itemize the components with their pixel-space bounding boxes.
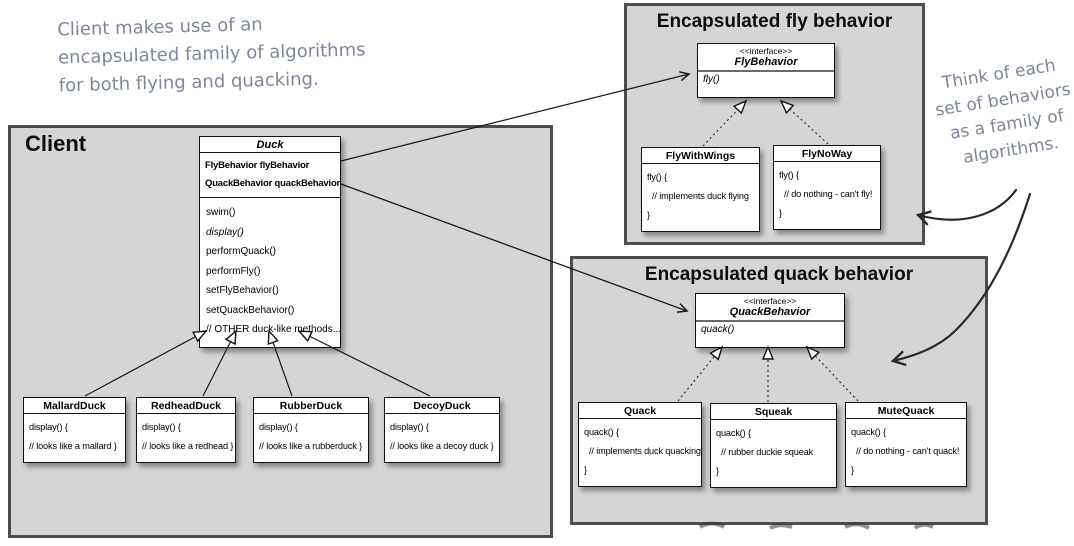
code-line: // implements duck quacking bbox=[589, 445, 701, 456]
code-line: display() { bbox=[142, 422, 181, 432]
class-title: Quack bbox=[579, 403, 701, 419]
method: fly() bbox=[703, 74, 720, 85]
class-body: display() { // looks like a redhead } bbox=[137, 414, 235, 462]
class-title: MuteQuack bbox=[846, 403, 966, 419]
class-title: RedheadDuck bbox=[137, 398, 235, 414]
code-line: } bbox=[584, 464, 587, 475]
class-body: display() { // looks like a decoy duck } bbox=[385, 414, 499, 462]
class-body: display() { // looks like a rubberduck } bbox=[254, 414, 368, 462]
class-squeak: Squeak quack() { // rubber duckie squeak… bbox=[710, 403, 837, 488]
code-line: } bbox=[851, 464, 854, 475]
code-line: // looks like a rubberduck } bbox=[259, 440, 363, 451]
class-mallardduck: MallardDuck display() { // looks like a … bbox=[23, 397, 126, 463]
method: performQuack() bbox=[206, 246, 277, 258]
code-line: } bbox=[716, 465, 719, 476]
class-flynoway: FlyNoWay fly() { // do nothing - can't f… bbox=[773, 145, 881, 230]
code-line: display() { bbox=[259, 422, 298, 432]
class-redheadduck: RedheadDuck display() { // looks like a … bbox=[136, 397, 236, 463]
code-line: } bbox=[647, 209, 650, 220]
fly-panel-title: Encapsulated fly behavior bbox=[656, 11, 893, 32]
code-line: fly() { bbox=[647, 172, 667, 182]
annotation-family-note: Think of each set of behaviors as a fami… bbox=[918, 50, 1074, 176]
class-quack: Quack quack() { // implements duck quack… bbox=[578, 402, 702, 487]
class-body: quack() { // do nothing - can't quack! } bbox=[846, 419, 966, 486]
class-title: MallardDuck bbox=[24, 398, 125, 414]
interface-quackbehavior: <<interface>> QuackBehavior quack() bbox=[695, 293, 845, 348]
annotation-client-note: Client makes use of an encapsulated fami… bbox=[57, 8, 399, 101]
class-body: fly() { // implements duck flying } bbox=[642, 164, 759, 231]
stereotype-label: <<interface>> bbox=[743, 296, 797, 306]
class-flywithwings: FlyWithWings fly() { // implements duck … bbox=[641, 147, 760, 232]
interface-name: FlyBehavior bbox=[734, 56, 798, 68]
method: quack() bbox=[701, 324, 735, 335]
class-methods: swim() display() performQuack() performF… bbox=[200, 198, 342, 347]
note-arrow-to-fly-panel bbox=[915, 188, 1018, 226]
class-duck: Duck FlyBehavior flyBehavior QuackBehavi… bbox=[199, 136, 341, 348]
code-line: // looks like a redhead } bbox=[142, 440, 234, 451]
method: // OTHER duck-like methods... bbox=[206, 324, 342, 336]
class-body: display() { // looks like a mallard } bbox=[24, 414, 125, 462]
code-line: } bbox=[779, 207, 782, 218]
method: performFly() bbox=[206, 265, 261, 277]
class-rubberduck: RubberDuck display() { // looks like a r… bbox=[253, 397, 369, 463]
class-title: FlyWithWings bbox=[642, 148, 759, 164]
method: swim() bbox=[206, 207, 236, 219]
code-line: // looks like a decoy duck } bbox=[390, 440, 494, 451]
code-line: // implements duck flying bbox=[652, 190, 749, 201]
code-line: // looks like a mallard } bbox=[29, 440, 117, 451]
stereotype-label: <<interface>> bbox=[739, 46, 793, 56]
attribute: FlyBehavior flyBehavior bbox=[205, 160, 310, 171]
code-line: quack() { bbox=[851, 427, 886, 437]
class-attributes: FlyBehavior flyBehavior QuackBehavior qu… bbox=[200, 153, 341, 199]
code-line: // rubber duckie squeak bbox=[721, 446, 814, 457]
class-body: fly() { // do nothing - can't fly! } bbox=[774, 162, 880, 229]
quack-panel-title: Encapsulated quack behavior bbox=[644, 264, 914, 285]
class-title: Duck bbox=[200, 137, 340, 153]
method: setFlyBehavior() bbox=[206, 285, 279, 297]
class-mutequack: MuteQuack quack() { // do nothing - can'… bbox=[845, 402, 967, 487]
class-title: FlyNoWay bbox=[774, 146, 880, 162]
class-title: Squeak bbox=[711, 404, 836, 420]
attribute: QuackBehavior quackBehavior bbox=[205, 178, 341, 190]
code-line: quack() { bbox=[584, 427, 619, 437]
interface-methods: quack() bbox=[696, 320, 844, 347]
code-line: fly() { bbox=[779, 170, 799, 180]
class-body: quack() { // implements duck quacking } bbox=[579, 419, 701, 486]
method: setQuackBehavior() bbox=[206, 304, 295, 316]
code-line: // do nothing - can't quack! bbox=[856, 445, 960, 456]
class-decoyduck: DecoyDuck display() { // looks like a de… bbox=[384, 397, 500, 463]
interface-name: QuackBehavior bbox=[729, 306, 811, 318]
client-panel-title: Client bbox=[25, 131, 87, 156]
interface-flybehavior: <<interface>> FlyBehavior fly() bbox=[697, 43, 835, 98]
class-body: quack() { // rubber duckie squeak } bbox=[711, 420, 836, 487]
interface-methods: fly() bbox=[698, 70, 834, 97]
code-line: quack() { bbox=[716, 428, 751, 438]
code-line: // do nothing - can't fly! bbox=[784, 188, 873, 199]
code-line: display() { bbox=[29, 422, 68, 432]
class-title: DecoyDuck bbox=[385, 398, 499, 414]
class-title: RubberDuck bbox=[254, 398, 368, 414]
code-line: display() { bbox=[390, 422, 429, 432]
method: display() bbox=[206, 226, 244, 238]
